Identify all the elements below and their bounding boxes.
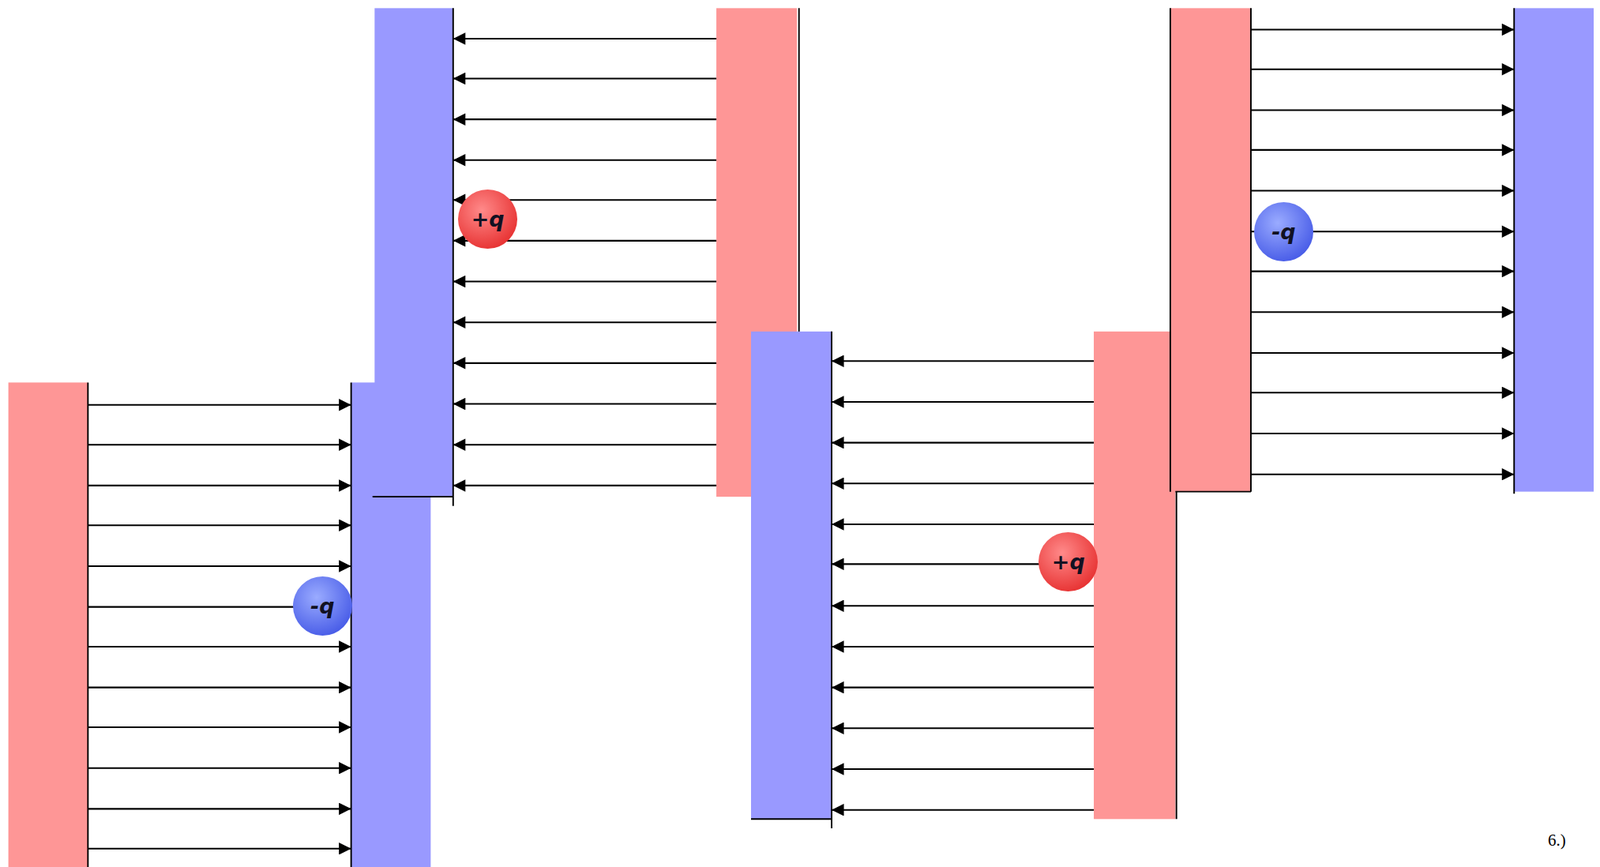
field-line xyxy=(1250,28,1514,31)
field-line xyxy=(87,443,351,446)
field-line xyxy=(1250,149,1514,151)
field-line xyxy=(831,604,1094,607)
charge-sphere: -q xyxy=(1254,202,1314,262)
plate-edge xyxy=(372,495,454,498)
field-line xyxy=(453,118,717,121)
charge-sphere: +q xyxy=(1038,532,1098,592)
capacitor-plates xyxy=(372,7,800,506)
charge-sphere: +q xyxy=(458,189,518,249)
field-line xyxy=(87,807,351,810)
capacitor-plates xyxy=(751,331,1177,829)
plate xyxy=(8,382,89,867)
field-line xyxy=(831,401,1094,403)
field-line xyxy=(831,523,1094,526)
field-line xyxy=(1250,270,1514,273)
plate-edge xyxy=(751,818,832,820)
plate-edge xyxy=(1250,7,1252,492)
capacitor-plates xyxy=(8,382,432,867)
field-line xyxy=(453,280,717,282)
field-line xyxy=(1250,68,1514,71)
field-line xyxy=(1250,352,1514,354)
field-line xyxy=(453,159,717,162)
plate-edge xyxy=(452,7,455,506)
field-line xyxy=(87,565,351,568)
field-line xyxy=(87,726,351,729)
field-line xyxy=(453,77,717,79)
field-line xyxy=(1250,108,1514,111)
plate-edge xyxy=(830,331,833,829)
field-line xyxy=(453,37,717,40)
problem-number: 6.) xyxy=(1547,830,1567,851)
field-line xyxy=(87,484,351,487)
plate-edge xyxy=(86,382,89,867)
charge-label: +q xyxy=(1051,551,1086,573)
field-line xyxy=(87,767,351,770)
field-line xyxy=(87,848,351,850)
field-line xyxy=(87,404,351,406)
field-line xyxy=(453,403,717,406)
field-line xyxy=(453,484,717,487)
plate xyxy=(374,7,453,497)
charge-label: -q xyxy=(1271,221,1296,243)
field-line xyxy=(831,809,1094,812)
charge-label: +q xyxy=(471,208,505,230)
charge-label: -q xyxy=(310,595,335,617)
plate-edge xyxy=(1169,7,1172,492)
field-line xyxy=(453,321,717,324)
field-line xyxy=(87,687,351,689)
plate-edge xyxy=(1513,7,1515,494)
plate-edge xyxy=(1175,491,1251,493)
field-line xyxy=(453,362,717,365)
field-line xyxy=(831,442,1094,444)
field-line xyxy=(831,360,1094,362)
field-line xyxy=(831,727,1094,729)
field-line xyxy=(831,482,1094,485)
field-line xyxy=(1250,473,1514,476)
plate xyxy=(1093,331,1176,819)
field-line xyxy=(831,768,1094,770)
field-line xyxy=(1250,311,1514,313)
plate-edge xyxy=(350,382,353,867)
field-line xyxy=(87,524,351,526)
field-line xyxy=(1250,391,1514,394)
capacitor-plates xyxy=(1170,7,1594,494)
field-line xyxy=(831,687,1094,689)
plate xyxy=(1513,7,1594,492)
field-line xyxy=(87,646,351,648)
field-line xyxy=(1250,190,1514,192)
plate xyxy=(751,331,832,819)
field-line xyxy=(1250,432,1514,435)
field-line xyxy=(831,646,1094,648)
field-line xyxy=(453,443,717,446)
plate xyxy=(1170,7,1251,492)
charge-sphere: -q xyxy=(292,576,353,636)
